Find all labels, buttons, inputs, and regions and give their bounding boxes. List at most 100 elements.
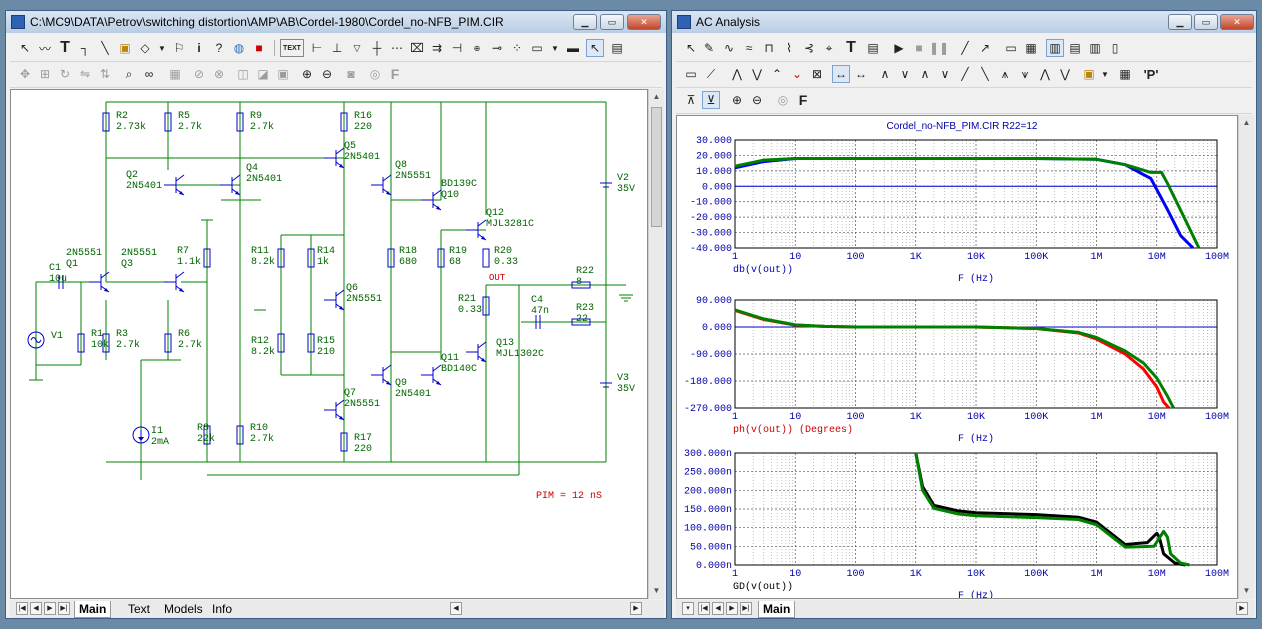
peak-icon[interactable]: ⋀ (732, 67, 742, 81)
orthogonal-wire-icon[interactable]: ┐ (80, 41, 90, 55)
zoom-out-icon[interactable]: ⊖ (321, 67, 333, 81)
wire-mode-icon[interactable]: 〰 (38, 41, 51, 56)
on-off-icon[interactable]: ⊕ (473, 43, 481, 53)
plot-vscroll[interactable]: ▲ ▼ (1238, 115, 1254, 599)
close-button[interactable]: ✕ (1220, 14, 1254, 30)
arrow-line-icon[interactable]: ↗ (979, 41, 991, 55)
analysis-titlebar[interactable]: AC Analysis ▁ ▭ ✕ (672, 11, 1256, 33)
cursor-mode-icon[interactable]: ↖ (586, 39, 604, 57)
frame-icon[interactable]: ▭ (1005, 41, 1017, 55)
tab-info[interactable]: Info (212, 602, 233, 616)
slope-right-icon[interactable]: ╲ (981, 67, 989, 81)
cursor-left-icon[interactable]: ↔ (832, 65, 850, 83)
diagonal-wire-icon[interactable]: ╲ (101, 41, 109, 55)
minimize-button[interactable]: ▁ (1168, 14, 1192, 30)
rotate-icon[interactable]: ↻ (59, 67, 71, 81)
slope-left-icon[interactable]: ╱ (961, 67, 969, 81)
info-icon[interactable]: i (197, 41, 201, 55)
current-flow-icon[interactable]: ⇉ (431, 41, 443, 55)
scroll-up-icon[interactable]: ▲ (652, 92, 661, 101)
scroll-thumb[interactable] (651, 107, 662, 227)
tab-main[interactable]: Main (758, 601, 796, 618)
first-tab-icon[interactable]: |◀ (16, 602, 28, 615)
align-icon[interactable]: ⊞ (39, 67, 51, 81)
maximize-button[interactable]: ▭ (600, 14, 624, 30)
close-button[interactable]: ✕ (627, 14, 661, 30)
stop-icon[interactable]: ■ (915, 41, 923, 55)
next-tab-icon[interactable]: ▶ (726, 602, 738, 615)
row-view-icon[interactable]: ▤ (1069, 41, 1081, 55)
shapes-icon[interactable]: ◇ (140, 41, 150, 55)
global-max-icon[interactable]: ⋀ (1040, 67, 1050, 81)
p-key-icon[interactable]: 'P' (1143, 66, 1159, 82)
binoculars-icon[interactable]: ∞ (144, 67, 154, 81)
component-r5[interactable]: R52.7k (164, 111, 202, 133)
mirror-icon[interactable]: ⇋ (79, 67, 91, 81)
scroll-down-icon[interactable]: ▼ (652, 586, 661, 595)
component-r2[interactable]: R22.73k (102, 111, 146, 133)
schematic-titlebar[interactable]: C:\MC9\DATA\Petrov\switching distortion\… (6, 11, 666, 33)
slope-icon[interactable]: ⟋ (706, 66, 716, 81)
tab-text[interactable]: Text (128, 602, 151, 616)
scroll-up-icon[interactable]: ▲ (1242, 118, 1251, 127)
last-tab-icon[interactable]: ▶| (740, 602, 752, 615)
text-grid-icon[interactable]: TEXT (280, 39, 304, 57)
split-view-icon[interactable]: ▥ (1089, 41, 1101, 55)
font-icon[interactable]: F (798, 92, 808, 108)
first-tab-icon[interactable]: |◀ (698, 602, 710, 615)
tab-main[interactable]: Main (74, 601, 112, 618)
high-left-icon[interactable]: ∧ (920, 67, 930, 81)
component-icon[interactable]: ■ (255, 41, 263, 55)
single-view-icon[interactable]: ▯ (1111, 41, 1119, 55)
move-icon[interactable]: ✥ (19, 67, 31, 81)
properties-icon[interactable]: ▤ (611, 41, 623, 55)
power-icon[interactable]: ⊣ (451, 41, 463, 55)
rectangle-dropdown-icon[interactable]: ▼ (551, 43, 559, 53)
tag-dropdown-arrow-icon[interactable]: ▼ (1101, 69, 1109, 79)
valley-icon[interactable]: ⋁ (752, 67, 762, 81)
schematic-vscroll[interactable]: ▲ ▼ (648, 89, 664, 599)
text-tool-icon[interactable]: T (846, 39, 856, 56)
table-icon[interactable]: ▦ (1119, 67, 1131, 81)
cursor-right-icon[interactable]: ↔ (855, 67, 867, 81)
zoom-out-icon[interactable]: ⊖ (751, 93, 763, 107)
font-icon[interactable]: F (390, 66, 400, 82)
properties-icon[interactable]: ▤ (867, 41, 879, 55)
maximize-button[interactable]: ▭ (1194, 14, 1218, 30)
node-voltage-icon[interactable]: ▽ (353, 42, 361, 53)
wave-icon[interactable]: ∿ (723, 41, 735, 55)
back-icon[interactable]: ◪ (257, 67, 269, 81)
hscroll-right-icon[interactable]: ▶ (630, 602, 642, 615)
tag-icon[interactable]: ⊰ (803, 41, 815, 55)
bus-icon[interactable]: ▣ (119, 41, 131, 55)
window-icon[interactable]: ▬ (567, 41, 579, 55)
stop-icon[interactable]: ⊘ (193, 67, 205, 81)
high-icon[interactable]: ⌃ (771, 67, 783, 81)
prev-tab-icon[interactable]: ◀ (712, 602, 724, 615)
clipboard-icon[interactable]: ▦ (169, 67, 181, 81)
globe-icon[interactable]: ◍ (233, 41, 245, 55)
wave2-icon[interactable]: ≈ (745, 41, 753, 55)
axis-icon[interactable]: ▭ (685, 67, 697, 81)
select-mode-icon[interactable]: ↖ (19, 41, 31, 55)
